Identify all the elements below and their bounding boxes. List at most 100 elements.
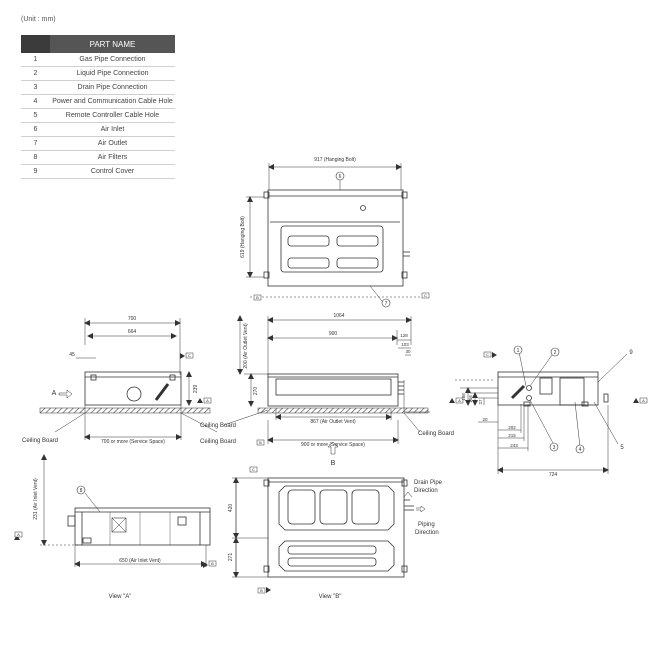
row-part-name: Gas Pipe Connection (50, 53, 175, 67)
dim-outlet-vent-vertical: 200 (Air Outlet Vent) (243, 323, 249, 369)
marker-a-label-viewa: A (17, 532, 20, 537)
marker-b-box-front (256, 439, 265, 446)
dim-hanging-bolt-width: 917 (Hanging Bolt) (314, 157, 356, 163)
piping-direction-line2: Direction (415, 530, 439, 536)
marker-a-box-right (639, 397, 648, 404)
ceiling-board-label-1: Ceiling Board (22, 438, 58, 444)
dim-front-30: 30 (405, 349, 411, 354)
marker-c-label-right: C (486, 352, 489, 357)
front-view (223, 315, 430, 455)
row-number: 1 (21, 53, 50, 67)
dim-hanging-bolt-depth: 619 (Hanging Bolt) (240, 216, 246, 258)
row-number: 2 (21, 66, 50, 81)
marker-c-label: C (424, 293, 427, 298)
dim-side-height: 239 (193, 385, 199, 394)
callout-2-label: 2 (554, 350, 557, 356)
dim-right-188: 188 (461, 393, 466, 401)
row-number: 5 (21, 108, 50, 123)
view-a-title: View "A" (109, 594, 132, 600)
marker-arrow-b-viewb (266, 587, 271, 593)
callout-7-label: 7 (385, 301, 388, 307)
ceiling-board-left (39, 407, 211, 414)
callout-4-label: 4 (579, 447, 582, 453)
dim-front-height: 270 (253, 387, 259, 396)
marker-a-box-front (455, 397, 464, 404)
callout-4 (575, 444, 585, 454)
callout-7 (381, 298, 391, 308)
arrow-b-label: B (331, 460, 336, 467)
callout-8 (76, 485, 86, 495)
dim-right-215: 215 (508, 433, 516, 438)
row-part-name: Control Cover (50, 164, 175, 179)
dim-front-128: 128 (400, 333, 408, 338)
marker-a-label-front: A (458, 398, 461, 403)
dim-service-front: 900 or more (Service Space) (301, 442, 365, 448)
dim-front-inner: 900 (329, 331, 338, 337)
view-b (232, 477, 426, 578)
dim-side-width: 700 (128, 316, 137, 322)
unit-label: (Unit : mm) (21, 16, 56, 23)
drain-pipe-direction-line2: Direction (414, 488, 438, 494)
marker-c-box (421, 292, 430, 299)
dim-front-width: 1064 (333, 313, 344, 319)
row-number: 8 (21, 150, 50, 165)
marker-arrow-a-viewa (14, 535, 20, 540)
marker-c-label-left: C (188, 353, 191, 358)
marker-c-box-right (483, 351, 492, 358)
marker-b-label-viewa: B (211, 561, 214, 566)
ceiling-board-label-4: Ceiling Board (418, 431, 454, 437)
row-part-name: Air Outlet (50, 136, 175, 151)
marker-arrow-c-right (492, 352, 497, 358)
dim-right-27: 27 (478, 399, 483, 405)
dim-outlet-vent-horizontal: 867 (Air Outlet Vent) (310, 419, 356, 425)
row-part-name: Air Inlet (50, 122, 175, 137)
row-part-name: Liquid Pipe Connection (50, 66, 175, 81)
marker-arrow-c-left (180, 353, 185, 359)
marker-b-box (253, 294, 262, 301)
ceiling-board-label-3: Ceiling Board (200, 423, 236, 429)
dim-service-side: 700 or more (Service Space) (101, 439, 165, 445)
dim-view-b-271: 271 (228, 553, 234, 562)
header-number-cell (21, 35, 50, 53)
row-number: 9 (21, 164, 50, 179)
marker-b-box-viewa (208, 560, 217, 567)
row-part-name: Air Filters (50, 150, 175, 165)
marker-arrow-a-left (197, 398, 203, 403)
marker-arrow-b-viewa (203, 562, 208, 568)
dim-inlet-vent-horizontal: 650 (Air Inlet Vent) (119, 558, 161, 564)
parts-table-header-row: PART NAME (21, 35, 175, 53)
row-part-name: Remote Controller Cable Hole (50, 108, 175, 123)
marker-a-label-left: A (206, 398, 209, 403)
callout-1-label: 1 (517, 348, 520, 354)
header-part-name: PART NAME (50, 35, 175, 53)
ceiling-board-front (257, 407, 429, 414)
view-a (40, 454, 211, 567)
marker-arrow-a-right (633, 398, 639, 403)
callout-3 (549, 442, 559, 452)
row-part-name: Drain Pipe Connection (50, 80, 175, 95)
callout-9-label: 9 (629, 350, 633, 356)
dim-right-20: 20 (482, 417, 488, 422)
callout-8-label: 8 (80, 488, 83, 494)
marker-b-label-viewb: B (260, 588, 263, 593)
marker-c-label-viewb: C (252, 467, 255, 472)
callout-2 (550, 347, 560, 357)
view-b-title: View "B" (319, 594, 342, 600)
marker-a-label-right: A (642, 398, 645, 403)
marker-arrow-a-front (449, 398, 455, 403)
callout-6 (335, 171, 345, 181)
dim-right-724: 724 (549, 472, 558, 478)
row-number: 7 (21, 136, 50, 151)
dim-side-inner: 664 (128, 329, 137, 335)
marker-c-box-viewb (249, 466, 258, 473)
dim-right-202: 202 (508, 425, 516, 430)
dim-front-103: 103 (401, 342, 409, 347)
row-number: 4 (21, 94, 50, 109)
dim-right-156: 156 (468, 395, 473, 403)
